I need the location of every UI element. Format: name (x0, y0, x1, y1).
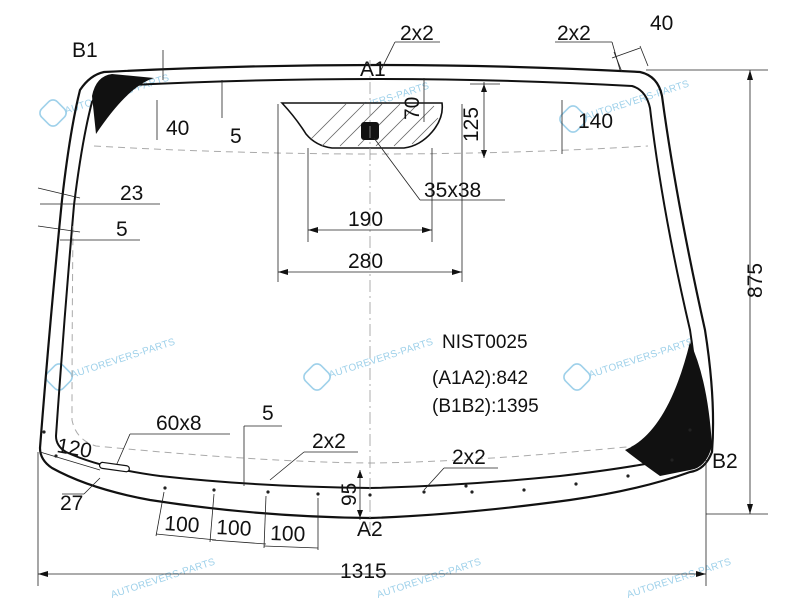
dimension-lines (37, 41, 768, 586)
dim-27: 27 (60, 492, 83, 515)
point-label-b2: B2 (712, 450, 738, 473)
glass-dashed-line (71, 145, 657, 464)
dim-190: 190 (348, 208, 383, 231)
point-label-a1: A1 (360, 58, 386, 81)
dim-875: 875 (744, 263, 767, 298)
watermark-text-9: AUTOREVERS-PARTS (626, 557, 733, 600)
watermark-text-7: AUTOREVERS-PARTS (110, 557, 217, 600)
dim-5-bottom: 5 (262, 402, 274, 425)
dim-23: 23 (120, 182, 143, 205)
dim-100-c: 100 (270, 522, 306, 546)
distance-a1a2: (A1A2):842 (432, 368, 528, 389)
glass-inner-line (54, 78, 699, 490)
dim-100-b: 100 (216, 516, 252, 541)
watermarks: AUTOREVERS-PARTS AUTOREVERS-PARTS AUTORE… (39, 73, 733, 600)
point-label-b1: B1 (72, 39, 98, 62)
part-code: NIST0025 (442, 332, 528, 353)
heating-strip (98, 461, 130, 473)
dim-125: 125 (460, 107, 483, 142)
dim-2x2-top-right: 2x2 (557, 22, 591, 45)
glass-outer-edge (38, 63, 715, 520)
dim-140: 140 (578, 110, 613, 133)
dim-5-left-top: 5 (230, 125, 242, 148)
dim-280: 280 (348, 250, 383, 273)
watermark-text-8: AUTOREVERS-PARTS (376, 557, 483, 600)
watermark-logo-6: AUTOREVERS-PARTS (563, 337, 695, 391)
dim-120: 120 (55, 434, 94, 463)
dim-5-left: 5 (116, 218, 128, 241)
watermark-text-6: AUTOREVERS-PARTS (588, 337, 695, 381)
blackout-bottom-right (625, 342, 712, 476)
dim-60x8: 60x8 (156, 412, 202, 435)
watermark-text-4: AUTOREVERS-PARTS (70, 337, 177, 381)
watermark-text-5: AUTOREVERS-PARTS (328, 337, 435, 381)
dim-2x2-bottom-right: 2x2 (452, 446, 486, 469)
dim-40-left: 40 (166, 117, 189, 140)
dim-1315: 1315 (340, 560, 387, 583)
distance-b1b2: (B1B2):1395 (432, 396, 539, 417)
blackout-top-left (92, 74, 154, 134)
dim-2x2-bottom-left: 2x2 (312, 430, 346, 453)
dim-95: 95 (338, 483, 361, 506)
watermark-logo-5: AUTOREVERS-PARTS (303, 337, 435, 391)
arrow-heads (38, 70, 753, 577)
dim-2x2-top-center: 2x2 (400, 22, 434, 45)
dim-70: 70 (401, 97, 424, 120)
dim-100-a: 100 (164, 512, 201, 537)
point-label-a2: A2 (357, 518, 383, 541)
bottom-dots (42, 428, 692, 497)
dim-40-top-right: 40 (650, 12, 673, 35)
dim-35x38: 35x38 (424, 179, 481, 202)
